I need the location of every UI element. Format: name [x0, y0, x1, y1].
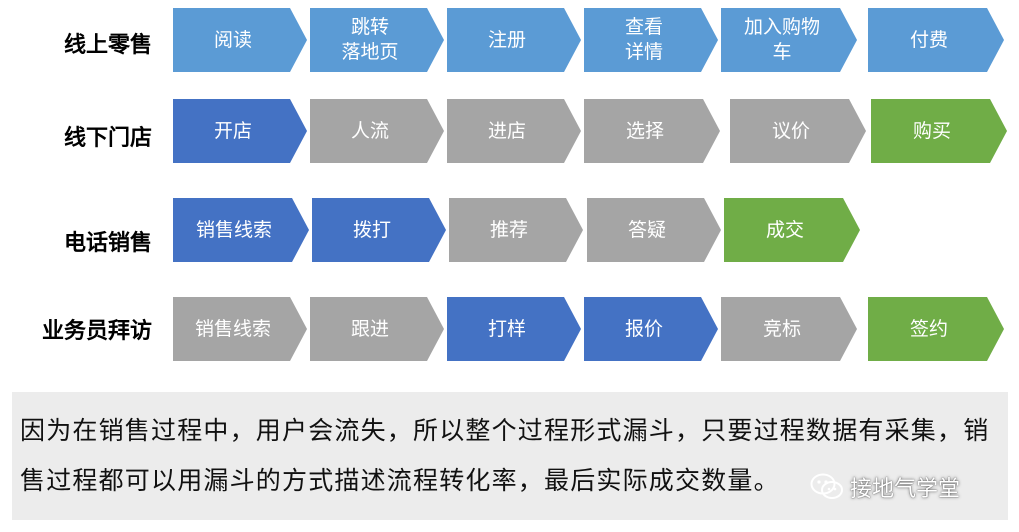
row-label-phone-sales: 电话销售 — [63, 231, 152, 256]
step-salesperson-visit-1: 销售线索 — [173, 297, 307, 361]
step-label: 跳转 落地页 — [341, 16, 399, 63]
step-phone-sales-3: 推荐 — [449, 198, 583, 262]
step-label: 进店 — [487, 119, 526, 142]
step-salesperson-visit-5: 竞标 — [721, 297, 857, 361]
step-phone-sales-4: 答疑 — [587, 198, 721, 262]
step-salesperson-visit-6: 签约 — [868, 297, 1004, 361]
row-label-offline-store: 线下门店 — [63, 126, 152, 151]
wechat-icon — [810, 473, 843, 499]
step-offline-store-1: 开店 — [173, 99, 307, 163]
step-label: 跟进 — [350, 317, 389, 340]
step-label: 销售线索 — [194, 317, 271, 340]
step-phone-sales-1: 销售线索 — [173, 198, 309, 262]
step-label: 推荐 — [489, 218, 528, 241]
step-online-retail-3: 注册 — [447, 8, 581, 72]
step-label: 议价 — [771, 119, 810, 142]
watermark: 接地气学堂 — [810, 470, 960, 504]
step-online-retail-6: 付费 — [868, 8, 1004, 72]
step-label: 人流 — [350, 119, 389, 142]
note-text: 因为在销售过程中，用户会流失，所以整个过程形式漏斗，只要过程数据有采集，销售过程… — [20, 416, 990, 495]
step-label: 阅读 — [213, 28, 252, 51]
step-online-retail-5: 加入购物 车 — [721, 8, 857, 72]
step-offline-store-4: 选择 — [584, 99, 720, 163]
step-label: 打样 — [487, 317, 526, 340]
step-salesperson-visit-2: 跟进 — [310, 297, 444, 361]
step-phone-sales-2: 拨打 — [312, 198, 446, 262]
step-online-retail-1: 阅读 — [173, 8, 307, 72]
step-label: 加入购物 车 — [743, 16, 820, 63]
step-label: 选择 — [625, 119, 664, 142]
step-offline-store-6: 购买 — [871, 99, 1007, 163]
step-label: 销售线索 — [195, 218, 272, 241]
note-box: 因为在销售过程中，用户会流失，所以整个过程形式漏斗，只要过程数据有采集，销售过程… — [12, 392, 1008, 520]
step-offline-store-5: 议价 — [730, 99, 866, 163]
step-label: 签约 — [909, 317, 948, 340]
step-salesperson-visit-4: 报价 — [584, 297, 718, 361]
step-label: 拨打 — [352, 218, 391, 241]
watermark-text: 接地气学堂 — [850, 477, 961, 502]
step-label: 报价 — [624, 317, 663, 340]
step-label: 竞标 — [762, 317, 801, 340]
step-online-retail-2: 跳转 落地页 — [310, 8, 444, 72]
step-label: 购买 — [912, 119, 951, 142]
row-label-salesperson-visit: 业务员拜访 — [41, 319, 152, 344]
step-online-retail-4: 查看 详情 — [584, 8, 718, 72]
step-label: 答疑 — [627, 218, 666, 241]
step-phone-sales-5: 成交 — [724, 198, 860, 262]
step-label: 查看 详情 — [624, 16, 663, 63]
step-label: 成交 — [765, 218, 804, 241]
row-label-online-retail: 线上零售 — [63, 33, 152, 58]
step-salesperson-visit-3: 打样 — [447, 297, 581, 361]
step-offline-store-2: 人流 — [310, 99, 444, 163]
step-offline-store-3: 进店 — [447, 99, 581, 163]
step-label: 开店 — [213, 119, 252, 142]
step-label: 付费 — [909, 28, 948, 51]
step-label: 注册 — [487, 28, 526, 51]
